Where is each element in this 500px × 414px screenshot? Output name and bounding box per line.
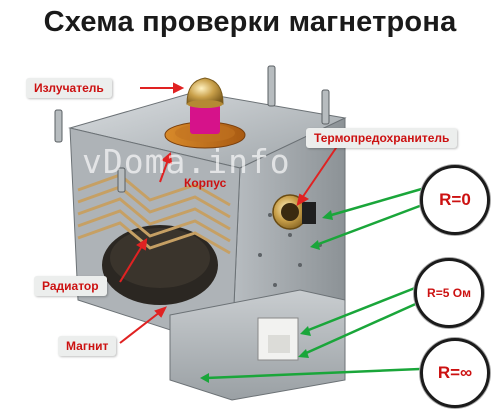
measurement-rinf-text: R=∞	[437, 363, 473, 382]
measurement-r0-text: R=0	[439, 190, 471, 209]
measurement-r5: R=5 Ом	[414, 258, 484, 328]
ceramic-insulator	[190, 104, 220, 134]
label-thermal-fuse: Термопредохранитель	[306, 128, 458, 148]
label-emitter: Излучатель	[26, 78, 112, 98]
antenna-cap	[186, 77, 224, 105]
page-title: Схема проверки магнетрона	[43, 6, 457, 38]
measurement-r0: R=0	[420, 165, 490, 235]
label-radiator: Радиатор	[34, 276, 107, 296]
green-arrowheads	[200, 210, 333, 383]
watermark: vDoma.info	[82, 142, 291, 181]
mounting-bolts	[54, 65, 330, 193]
red-arrows	[119, 82, 339, 344]
green-lines	[205, 186, 426, 380]
radiator-fins	[77, 173, 231, 255]
label-magnet: Магнит	[58, 336, 117, 356]
measurement-r5-text: R=5 Ом	[427, 286, 471, 300]
measurement-rinf: R=∞	[420, 338, 490, 408]
label-body: Корпус	[184, 176, 227, 190]
